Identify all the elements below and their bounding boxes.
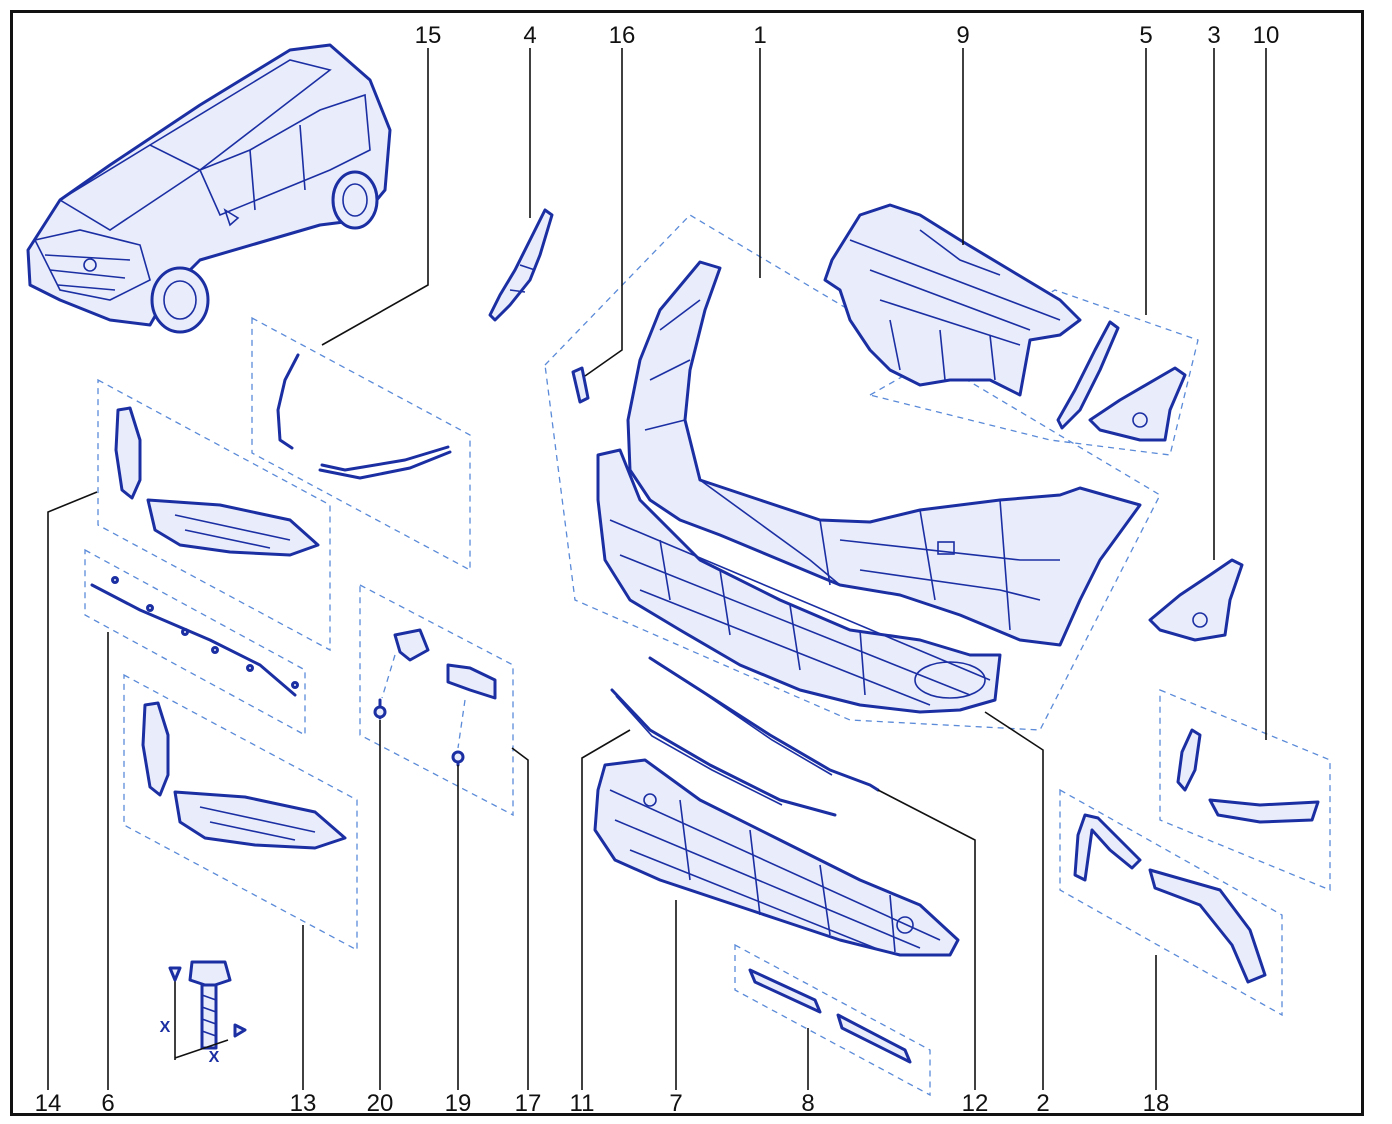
frame-1-2 [544, 214, 1161, 731]
part-18-brackets [1073, 813, 1267, 984]
part-5-brackets [1056, 320, 1187, 442]
torque-x-label-vertical: X [159, 1019, 171, 1036]
callout-3: 3 [1207, 22, 1221, 49]
part-9-upper-frame [823, 203, 1082, 397]
callout-9: 9 [956, 22, 970, 49]
part-14-foglamp-trim [114, 406, 320, 557]
callout-13: 13 [289, 1090, 317, 1117]
part-1-bumper-cover [626, 260, 1142, 647]
part-3-bracket [1148, 558, 1244, 642]
callout-15: 15 [414, 22, 442, 49]
callout-6: 6 [101, 1090, 115, 1117]
frame-14 [97, 378, 331, 652]
callout-16: 16 [608, 22, 636, 49]
frame-8 [734, 943, 931, 1097]
callout-2: 2 [1036, 1090, 1050, 1117]
part-11-strip [610, 688, 837, 817]
part-12-strip [648, 656, 880, 792]
frame-10 [1159, 689, 1331, 891]
part-7-undertray [593, 758, 960, 957]
vehicle-illustration [26, 43, 392, 334]
diagram-frame [10, 10, 1364, 1116]
frame-13 [123, 673, 358, 952]
torque-x-label-horizontal: X [208, 1049, 220, 1066]
part-13-foglamp-trim [141, 701, 347, 850]
grouping-frames [84, 214, 1331, 1097]
callout-18: 18 [1142, 1090, 1170, 1117]
callout-1: 1 [753, 22, 767, 49]
callout-7: 7 [669, 1090, 683, 1117]
callout-11: 11 [569, 1090, 595, 1117]
callout-4: 4 [523, 22, 537, 49]
callout-17: 17 [514, 1090, 542, 1117]
callout-8: 8 [801, 1090, 815, 1117]
callout-12: 12 [961, 1090, 989, 1117]
callout-19: 19 [444, 1090, 472, 1117]
torque-bolt-symbol [168, 960, 247, 1060]
part-20-clip [373, 628, 430, 720]
part-10-trim [1176, 728, 1320, 824]
callout-5: 5 [1139, 22, 1153, 49]
frame-18 [1059, 788, 1283, 1017]
part-4-bracket [488, 208, 554, 322]
part-2-grille-frame [596, 448, 1002, 714]
part-19-bracket [446, 663, 497, 767]
leader-lines [47, 48, 1267, 1090]
callout-20: 20 [366, 1090, 394, 1117]
frame-15 [251, 316, 471, 572]
part-6-trim-strip [90, 576, 299, 697]
part-15-trim [276, 353, 452, 480]
part-16-clip [571, 366, 590, 404]
frame-6 [84, 548, 306, 737]
callout-10: 10 [1252, 22, 1280, 49]
frame-17 [359, 583, 514, 817]
part-8-strips [748, 968, 912, 1064]
callout-14: 14 [34, 1090, 62, 1117]
